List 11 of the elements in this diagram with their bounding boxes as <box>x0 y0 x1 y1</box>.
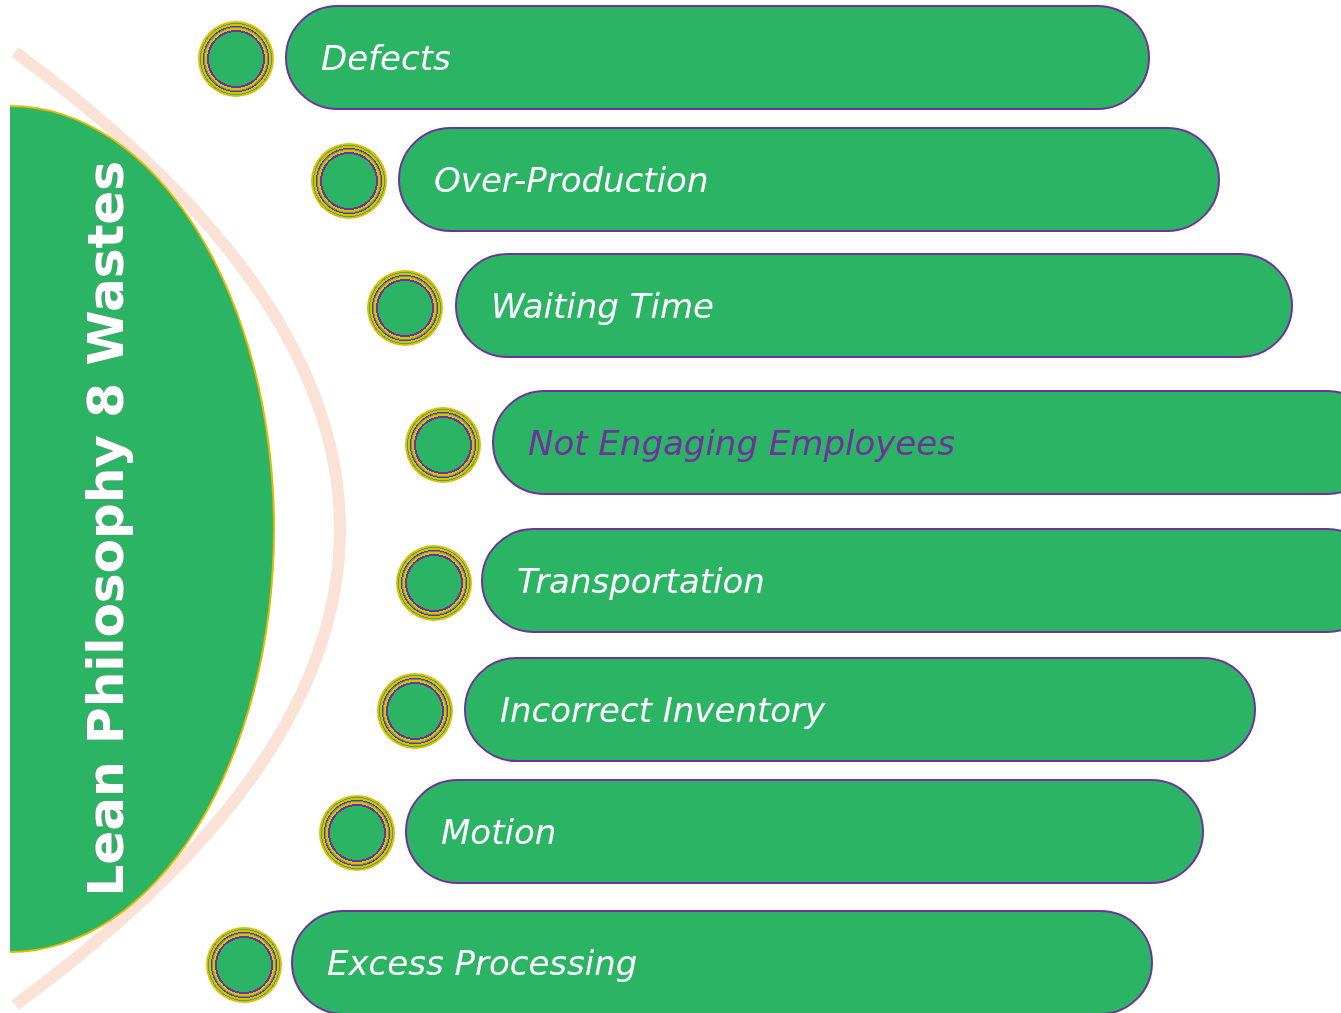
list-item-text: Not Engaging Employees <box>528 422 955 463</box>
rounded-bar <box>481 528 1341 633</box>
list-item-text: Transportation <box>517 560 765 601</box>
list-item-text: Motion <box>441 811 557 852</box>
list-item-text: Defects <box>321 37 451 78</box>
list-item-text: Over-Production <box>434 159 709 200</box>
list-item-text: Waiting Time <box>491 285 714 326</box>
list-item-text: Incorrect Inventory <box>500 689 826 730</box>
title-text: Lean Philosophy 8 Wastes <box>76 161 137 897</box>
rounded-bar <box>492 390 1341 495</box>
list-item-text: Excess Processing <box>327 942 638 983</box>
